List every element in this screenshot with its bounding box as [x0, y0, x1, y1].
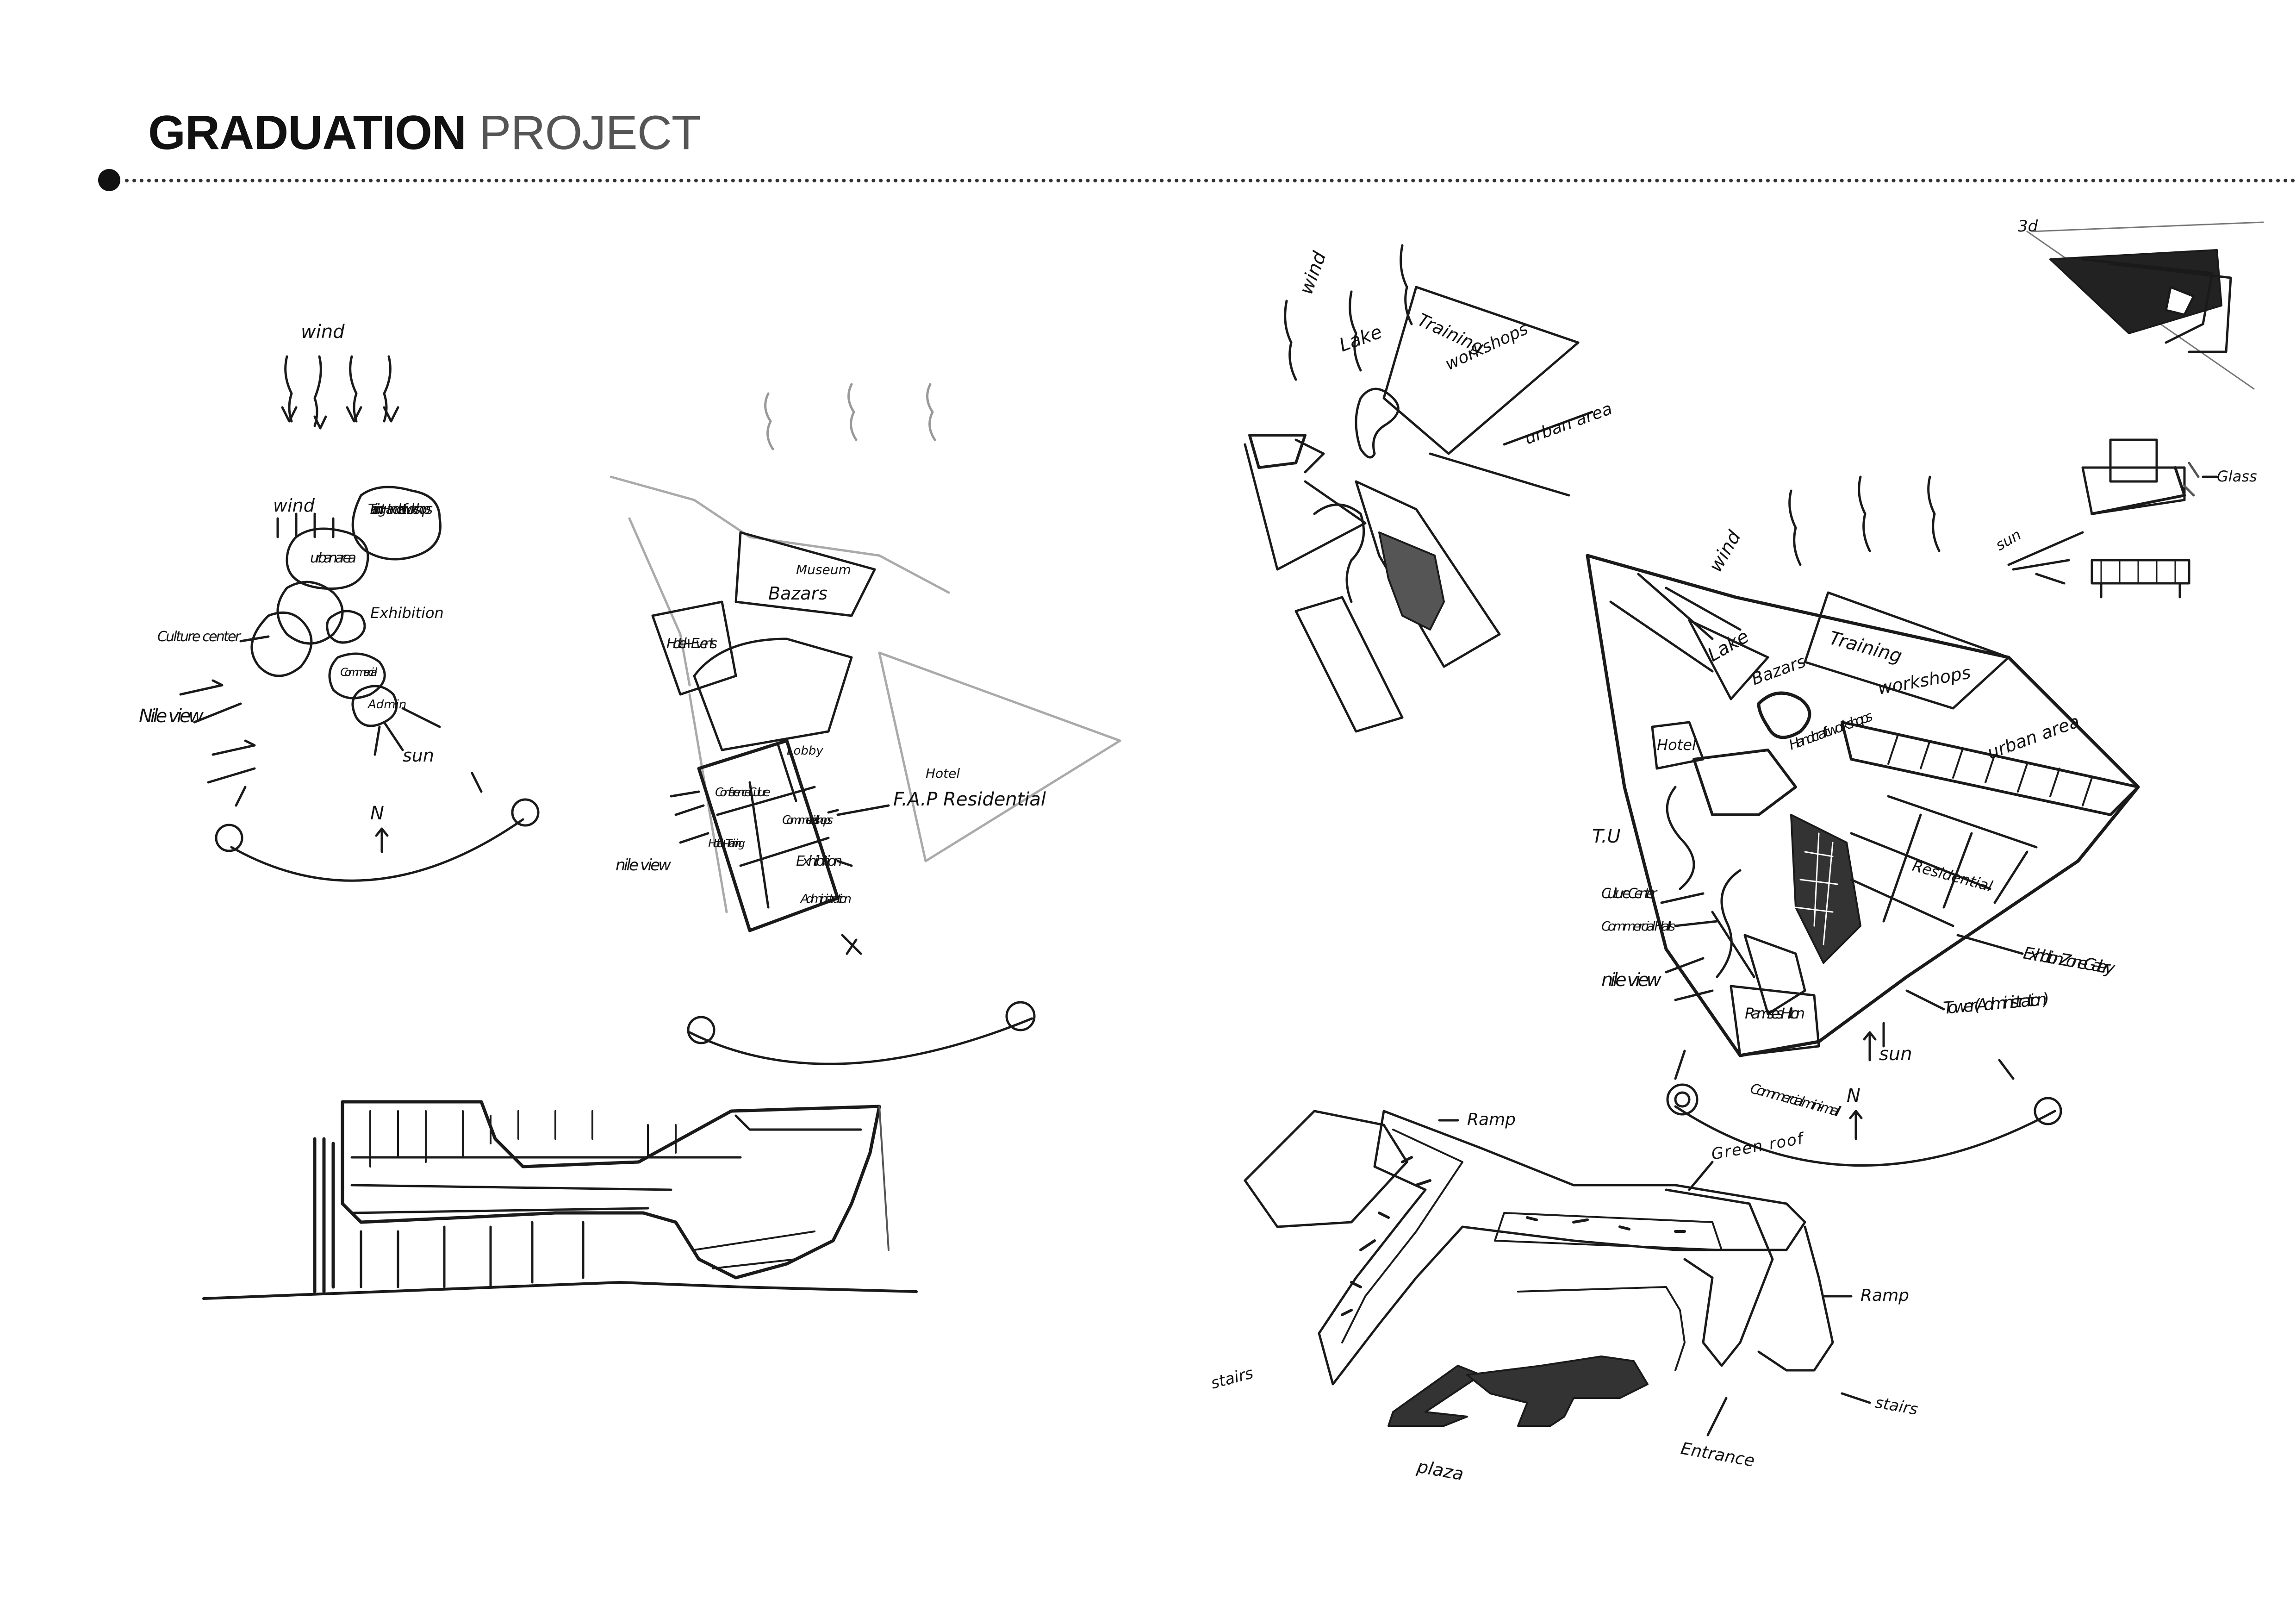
- s1-culture: Culture center: [157, 629, 242, 645]
- page-title: GRADUATION PROJECT: [148, 106, 701, 160]
- title-light: PROJECT: [479, 106, 701, 160]
- s4-tower: Tower (Administration): [1942, 990, 2050, 1018]
- s1-admin: Admin: [367, 698, 406, 712]
- s6-entrance: Entrance: [1679, 1439, 1756, 1470]
- small-site-plan-sketch: wind Training workshops Lake urban area: [1244, 244, 1615, 733]
- s2-admin: Administration: [800, 892, 852, 906]
- s1-nile-view: Nile view: [139, 706, 204, 727]
- s2-bazars: Bazars: [768, 583, 828, 604]
- s2-hotel-events: Hotel + Events: [666, 636, 717, 652]
- s1-urban: urban area: [310, 550, 356, 566]
- s2-exhibition: Exhibition: [796, 853, 842, 869]
- s6-stairs-right: stairs: [1873, 1393, 1919, 1419]
- massing-studies-sketch: 3d Glass sun: [1992, 217, 2264, 599]
- s5-glass: Glass: [2217, 468, 2257, 485]
- s2-hotel-training: Hotel + Training: [708, 837, 745, 850]
- s4-nile-view: nile view: [1601, 969, 1661, 991]
- s4-commercial-mini: Commercial mini-mall: [1748, 1081, 1842, 1120]
- s3-lake: Lake: [1337, 321, 1385, 356]
- s2-museum: Museum: [796, 562, 851, 577]
- title-bold: GRADUATION: [148, 106, 467, 160]
- header-dotted-rule: [125, 179, 2296, 182]
- s1-exhibition: Exhibition: [370, 604, 444, 622]
- s2-nile-view: nile view: [616, 856, 671, 874]
- s6-stairs-left: stairs: [1209, 1364, 1255, 1393]
- s1-commercial: Commercial: [340, 666, 377, 679]
- s1-north: N: [370, 803, 384, 824]
- s4-urban: urban area: [1985, 711, 2082, 763]
- s3-wind: wind: [1295, 249, 1331, 297]
- s2-hotel-right: Hotel: [926, 766, 960, 781]
- s4-wind: wind: [1705, 527, 1745, 575]
- s2-lobby: Lobby: [787, 744, 823, 758]
- s4-culture: Culture Center: [1601, 886, 1658, 902]
- s5-sun: sun: [1992, 525, 2024, 554]
- s1-wind-top: wind: [301, 321, 345, 343]
- s4-sun: sun: [1879, 1043, 1912, 1065]
- s6-ramp-top: Ramp: [1467, 1110, 1516, 1129]
- s4-tu: T.U: [1592, 826, 1621, 847]
- s4-residential: Residential: [1910, 857, 1995, 895]
- s4-ramses: Ramses Hilton: [1745, 1005, 1805, 1022]
- s2-commercial: Commercial shops: [782, 813, 833, 827]
- s1-sun: sun: [403, 745, 434, 766]
- s4-bazars: Bazars: [1749, 652, 1808, 689]
- s4-workshops: workshops: [1876, 662, 1972, 699]
- s2-conference: Conference Culture: [715, 786, 771, 800]
- s6-ramp-right: Ramp: [1860, 1286, 1909, 1305]
- site-layout-sketch: Museum Bazars Hotel + Events Lobby Confe…: [610, 383, 1121, 1065]
- s4-hotel: Hotel: [1657, 736, 1696, 754]
- s3-urban: urban area: [1522, 399, 1615, 448]
- bubble-diagram-sketch: wind wind Training Handcraft workshops u…: [139, 321, 540, 882]
- s4-commercial-halls: Commercial Halls: [1601, 918, 1675, 934]
- header-rule-dot: [98, 169, 120, 191]
- s4-exhibition-zone: Exhibition Zone Gallery: [2022, 943, 2116, 978]
- s6-plaza: plaza: [1415, 1456, 1465, 1484]
- s1-wind-mid: wind: [273, 495, 315, 516]
- elevation-sketch: [202, 1100, 918, 1300]
- s4-north: N: [1847, 1085, 1860, 1106]
- s1-training: Training Handcraft workshops: [368, 501, 433, 518]
- perspective-sketch: Ramp Green roof Ramp stairs stairs plaza…: [1209, 1110, 1919, 1484]
- s2-residential: F.A.P Residential: [893, 789, 1046, 810]
